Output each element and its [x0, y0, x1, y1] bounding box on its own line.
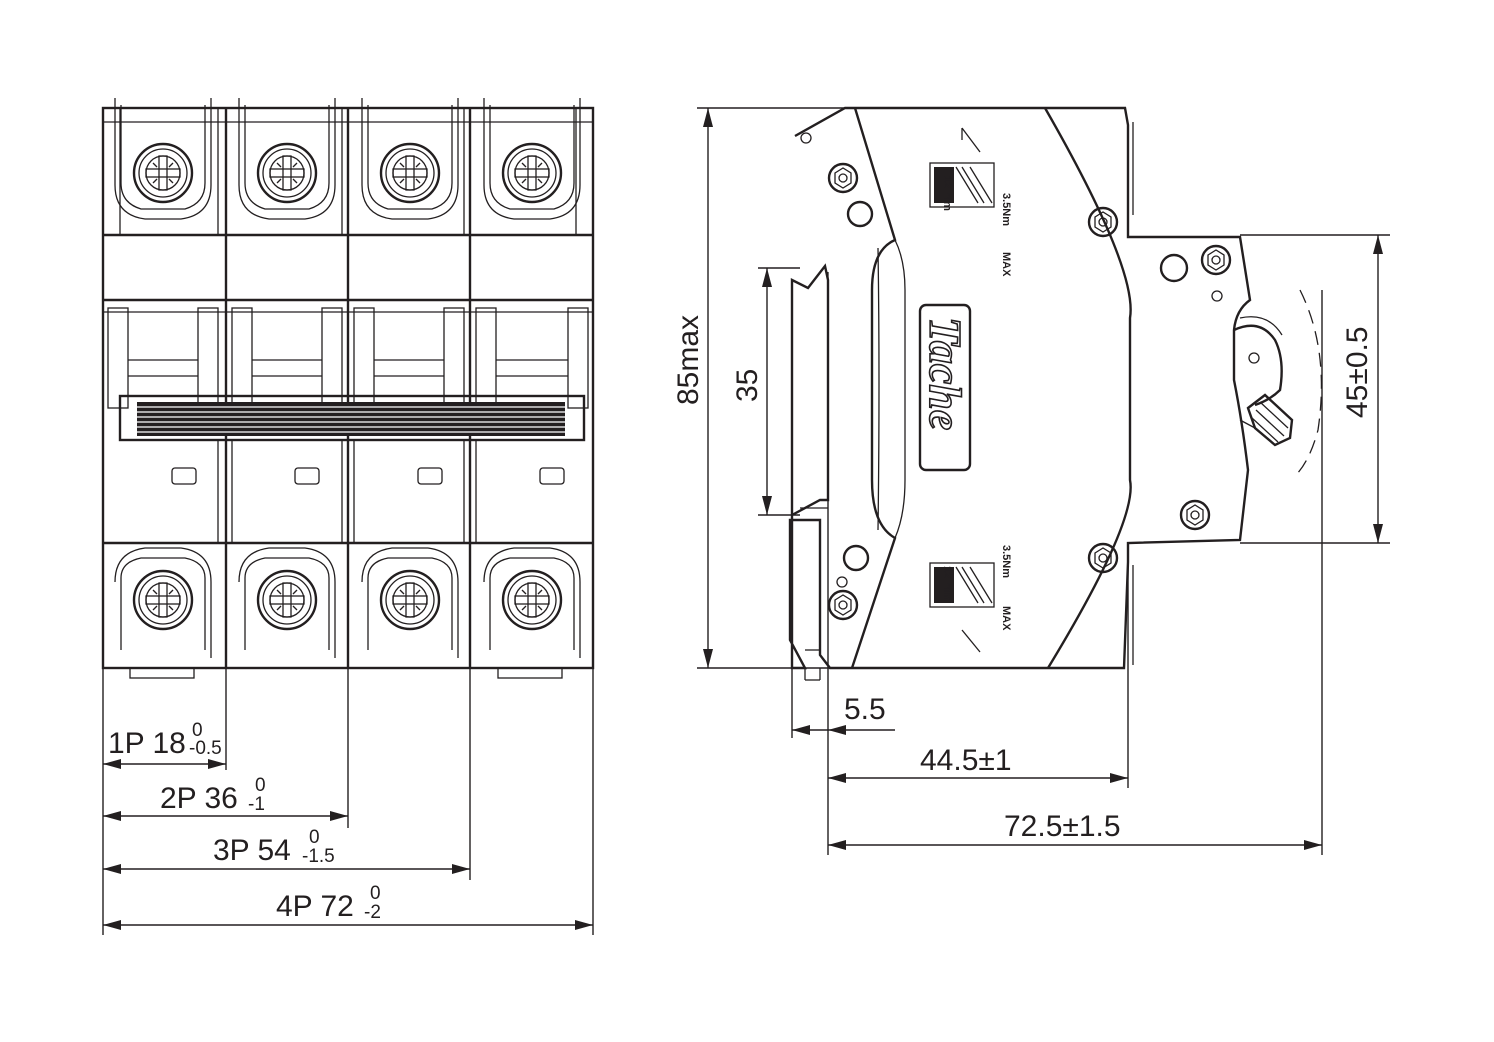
dim-2p-lower: -1 [248, 794, 265, 815]
dim-1p-lower: -0.5 [189, 738, 222, 759]
side-body-outline [788, 106, 1252, 670]
top-terminal-screw-4 [484, 98, 580, 219]
brand-plate [918, 303, 972, 472]
brand-text: Tache [920, 317, 971, 430]
dim-clip: 5.5 [844, 693, 886, 726]
dim-depth-front: 44.5±1 [920, 744, 1012, 777]
top-terminal-screw-2 [239, 98, 335, 219]
dim-4p: 4P 72 [276, 890, 354, 923]
dim-height: 85max [672, 315, 705, 405]
rivet-2 [1087, 206, 1119, 238]
rivet-6 [827, 589, 859, 621]
dim-2p: 2P 36 [160, 782, 238, 815]
dim-3p-lower: -1.5 [302, 846, 335, 867]
torque-bottom: 3.5Nm [1000, 545, 1012, 578]
lower-terminal-label: 3.5Nm MAX 12 mm [929, 545, 1012, 653]
front-view [101, 98, 595, 679]
bottom-terminal-screw-4 [484, 548, 580, 658]
dim-rail: 35 [731, 369, 764, 402]
side-view: Tache 3.5Nm MAX 12 mm 3.5Nm MAX 12 mm [788, 106, 1323, 681]
rivet-3 [1200, 244, 1232, 276]
rivet-4 [1179, 499, 1211, 531]
dim-1p: 1P 18 [108, 727, 186, 760]
dim-4p-lower: -2 [364, 902, 381, 923]
dim-4p-upper: 0 [370, 883, 381, 904]
strip-bottom: 12 mm [941, 566, 953, 601]
max-top: MAX [1000, 252, 1012, 277]
dim-3p: 3P 54 [213, 834, 291, 867]
upper-terminal-label: 3.5Nm MAX 12 mm [929, 127, 1012, 277]
bottom-terminal-screw-1 [115, 548, 211, 658]
rivet-5 [1087, 542, 1119, 574]
dim-3p-upper: 0 [309, 827, 320, 848]
handle-tie-bar [118, 394, 586, 442]
dim-handle: 45±0.5 [1341, 326, 1374, 418]
strip-top: 12 mm [941, 176, 953, 211]
top-terminal-screw-3 [362, 98, 458, 219]
dim-depth-total: 72.5±1.5 [1004, 810, 1121, 843]
dim-1p-upper: 0 [192, 720, 203, 741]
torque-top: 3.5Nm [1000, 193, 1012, 226]
width-dimensions: 1P 18 0 -0.5 2P 36 0 -1 3P 54 0 -1.5 4P … [102, 668, 594, 935]
dim-2p-upper: 0 [255, 775, 266, 796]
toggle-handle [1233, 289, 1323, 476]
max-bottom: MAX [1000, 606, 1012, 631]
bottom-terminal-screw-3 [362, 548, 458, 658]
side-dimensions: 85max 35 45±0.5 5.5 44.5±1 72.5±1.5 [672, 107, 1390, 855]
bottom-terminal-screw-2 [239, 548, 335, 658]
top-terminal-screw-1 [115, 98, 211, 219]
rivet-1 [827, 162, 859, 194]
